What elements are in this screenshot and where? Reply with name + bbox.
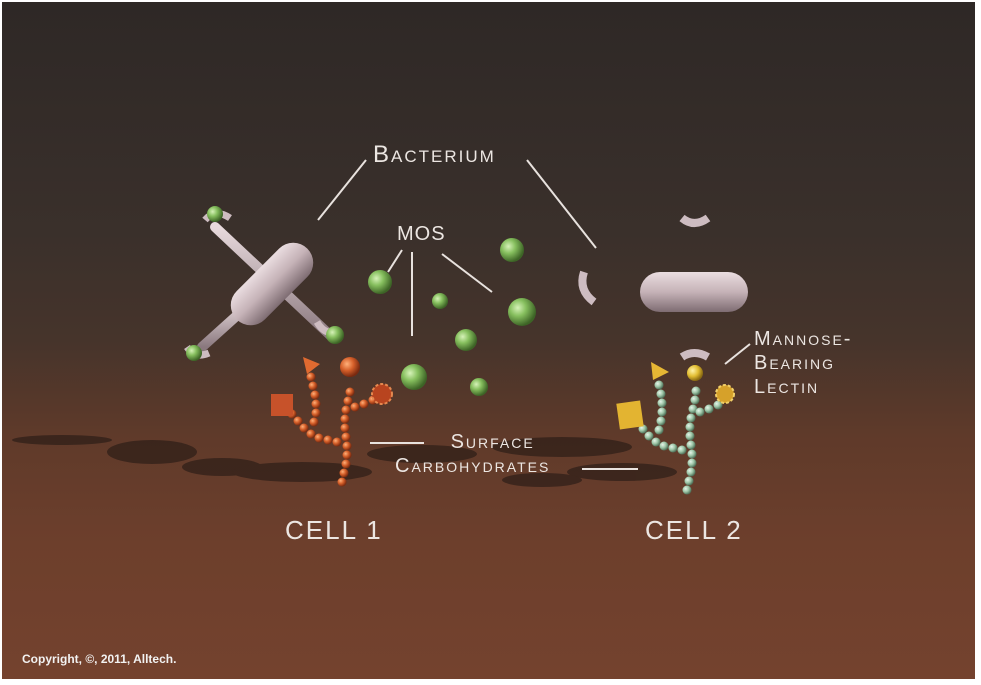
surface-label-line1: Surface	[450, 431, 535, 453]
copyright-notice: Copyright, ©, 2011, Alltech.	[22, 652, 177, 666]
cell2-carbohydrate	[616, 362, 735, 495]
surface-carbohydrates-label: Surface Carbohydrates	[395, 430, 550, 478]
bacterium-2	[578, 214, 748, 381]
mannose-lectin-label: Mannose- Bearing Lectin	[754, 327, 852, 399]
ground-shadows	[12, 435, 677, 487]
bacterium-label: Bacterium	[373, 141, 496, 168]
mannose-label-line2: Bearing	[754, 352, 836, 374]
cell1-carbohydrate	[271, 357, 393, 487]
surface-label-line2: Carbohydrates	[395, 455, 551, 477]
mannose-label-line1: Mannose-	[754, 328, 853, 350]
mos-label: MOS	[397, 223, 446, 245]
mannose-label-line3: Lectin	[754, 376, 820, 398]
cell1-label: CELL 1	[285, 515, 383, 545]
cell2-label: CELL 2	[645, 515, 743, 545]
bacterium-1	[184, 206, 344, 361]
mos-particles	[368, 238, 536, 396]
leader-lines	[317, 159, 751, 470]
